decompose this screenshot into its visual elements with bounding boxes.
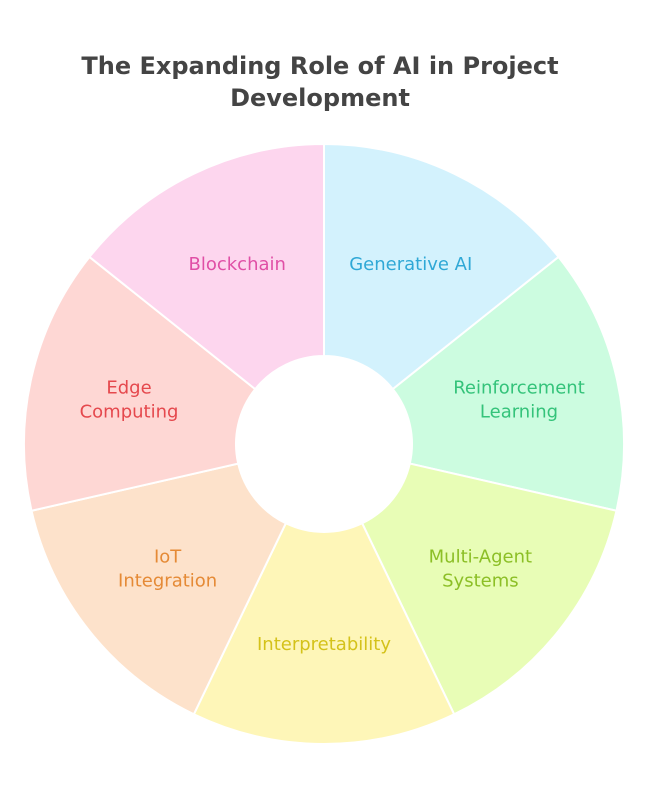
slice-edge-computing xyxy=(23,255,257,512)
slice-reinforcement-learning xyxy=(391,255,625,512)
chart-title-line-1: The Expanding Role of AI in Project xyxy=(81,52,559,80)
label-line: Edge xyxy=(106,377,151,398)
label-line: Computing xyxy=(80,401,179,422)
label-iot-integration: IoT Integration xyxy=(118,547,217,592)
slice-iot-integration xyxy=(30,462,288,716)
label-line: Multi-Agent xyxy=(429,547,532,568)
label-blockchain: Blockchain xyxy=(189,254,286,275)
slice-multi-agent-systems xyxy=(360,462,618,716)
label-line: IoT xyxy=(154,547,182,568)
label-interpretability: Interpretability xyxy=(257,634,391,655)
slice-blockchain xyxy=(88,142,325,391)
label-generative-ai: Generative AI xyxy=(349,254,472,275)
label-line: Interpretability xyxy=(257,634,391,655)
label-line: Reinforcement xyxy=(453,377,585,398)
chart-title-line-2: Development xyxy=(230,84,410,112)
label-line: Generative AI xyxy=(349,254,472,275)
chart-title: The Expanding Role of AI in Project Deve… xyxy=(0,50,640,114)
slice-generative-ai xyxy=(323,142,560,391)
label-line: Blockchain xyxy=(189,254,286,275)
label-line: Integration xyxy=(118,571,217,592)
label-line: Learning xyxy=(480,401,558,422)
label-line: Systems xyxy=(442,571,519,592)
slice-interpretability xyxy=(192,521,456,745)
